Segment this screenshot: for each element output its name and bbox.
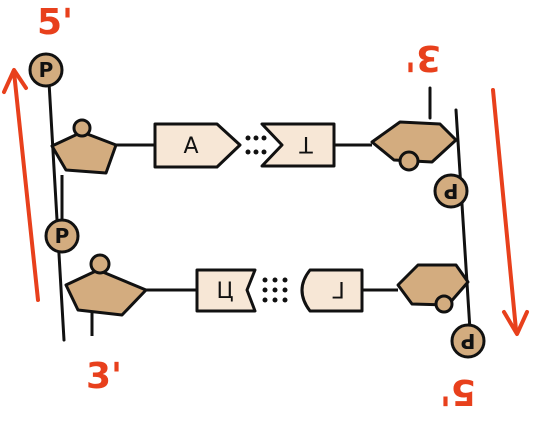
phosphate-middle-left: P — [44, 175, 80, 254]
hydrogen-bonds-top — [245, 135, 267, 155]
sugar-top-right — [370, 120, 458, 172]
right-direction-arrow — [491, 88, 529, 336]
svg-text:P: P — [444, 179, 459, 203]
svg-text:P: P — [461, 329, 476, 353]
base-g: Г — [300, 268, 398, 313]
base-a: A — [153, 122, 242, 169]
hydrogen-bonds-bottom — [262, 277, 288, 303]
svg-text:P: P — [55, 224, 70, 248]
label-5-prime-top-left: 5' — [37, 2, 73, 43]
sugar-bottom-left — [64, 253, 197, 336]
label-3-prime-top-right: 3' — [405, 37, 441, 78]
sugar-top-left — [50, 118, 155, 175]
phosphate-middle-right: P — [433, 173, 469, 209]
sugar-bottom-right — [396, 263, 470, 314]
svg-text:Г: Г — [331, 276, 344, 301]
base-t: Т — [260, 122, 372, 168]
svg-text:P: P — [39, 58, 54, 82]
phosphate-top-left: P — [28, 52, 64, 88]
svg-text:Т: Т — [299, 131, 314, 156]
base-ts: Ц — [195, 268, 257, 313]
left-backbone — [46, 63, 66, 342]
left-direction-arrow — [2, 68, 40, 302]
svg-text:Ц: Ц — [216, 279, 233, 304]
phosphate-bottom-right: P — [450, 323, 486, 359]
right-backbone — [428, 86, 472, 332]
label-5-prime-bottom-right: 5' — [440, 371, 476, 412]
label-3-prime-bottom-left: 3' — [86, 356, 122, 397]
svg-text:A: A — [183, 134, 198, 159]
